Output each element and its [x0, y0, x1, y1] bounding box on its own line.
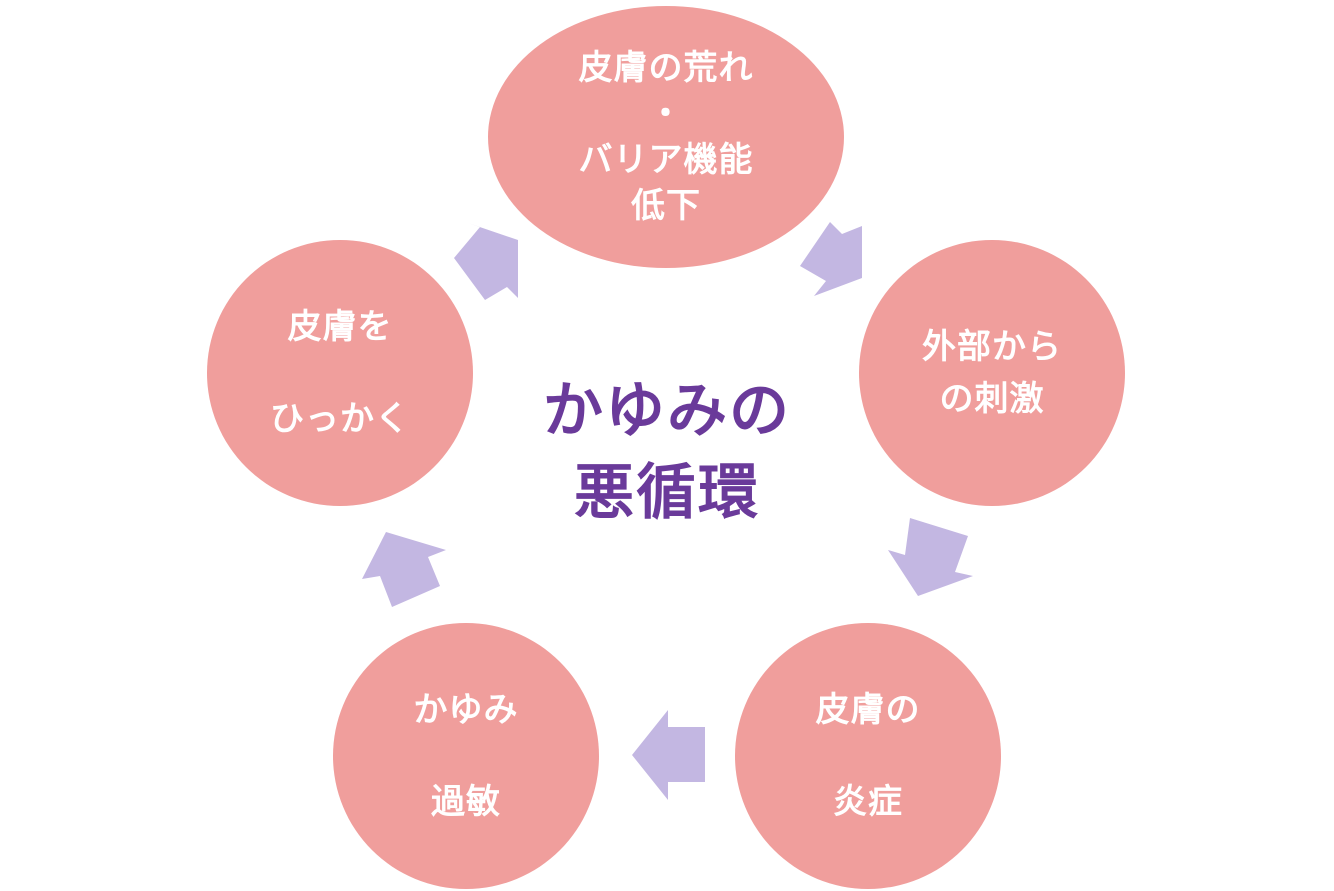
node-label-line: 外部から [922, 327, 1062, 367]
node-label-line: かゆみ [413, 690, 519, 730]
center-title-line-1: かゆみの [543, 376, 791, 446]
node-label-line: バリア機能 [578, 140, 754, 180]
center-title: かゆみの 悪循環 [467, 370, 867, 534]
node-label-line: 低下 [631, 186, 701, 226]
arrow-icon-2 [888, 518, 973, 596]
arrow-icon-5 [454, 223, 518, 300]
cycle-node-external-stimulus: 外部から の刺激 [859, 240, 1125, 506]
node-label-line: 皮膚を [287, 307, 393, 347]
node-label-line: ひっかく [270, 399, 410, 439]
node-label-line: 皮膚の [815, 690, 921, 730]
arrow-icon-3 [632, 710, 705, 800]
center-title-line-2: 悪循環 [574, 458, 760, 528]
cycle-node-scratching: 皮膚を ひっかく [207, 240, 473, 506]
node-label-line: ・ [648, 94, 684, 134]
cycle-node-barrier-decline: 皮膚の荒れ ・ バリア機能 低下 [488, 6, 844, 268]
arrow-icon-1 [800, 222, 862, 296]
arrow-icon-4 [362, 532, 446, 607]
node-label-line: 炎症 [833, 782, 903, 822]
node-label-line: の刺激 [939, 379, 1045, 419]
node-label-line: 皮膚の荒れ [578, 48, 754, 88]
cycle-node-skin-inflammation: 皮膚の 炎症 [735, 623, 1001, 889]
cycle-node-itch-hypersensitivity: かゆみ 過敏 [333, 623, 599, 889]
node-label-line: 過敏 [431, 782, 501, 822]
